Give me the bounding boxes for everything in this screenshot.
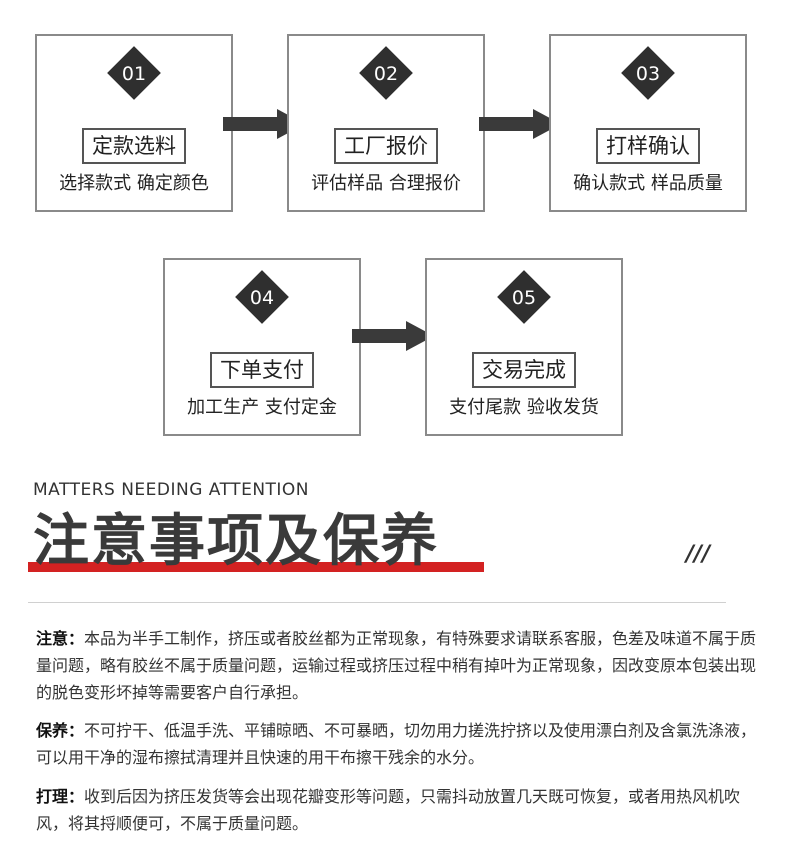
step-04-card: 04 下单支付 加工生产 支付定金 bbox=[163, 258, 361, 436]
section-title: 注意事项及保养 bbox=[33, 509, 439, 574]
step-01-card: 01 定款选料 选择款式 确定颜色 bbox=[35, 34, 233, 212]
note-key: 打理： bbox=[36, 787, 85, 806]
step-05-card: 05 交易完成 支付尾款 验收发货 bbox=[425, 258, 623, 436]
step-03-card: 03 打样确认 确认款式 样品质量 bbox=[549, 34, 747, 212]
step-description: 支付尾款 验收发货 bbox=[449, 397, 599, 418]
note-care: 打理：收到后因为挤压发货等会出现花瓣变形等问题，只需抖动放置几天既可恢复，或者用… bbox=[36, 783, 758, 837]
step-02-card: 02 工厂报价 评估样品 合理报价 bbox=[287, 34, 485, 212]
step-description: 确认款式 样品质量 bbox=[573, 173, 723, 194]
step-number: 04 bbox=[249, 287, 275, 309]
note-text: 收到后因为挤压发货等会出现花瓣变形等问题，只需抖动放置几天既可恢复，或者用热风机… bbox=[36, 787, 741, 833]
step-description: 选择款式 确定颜色 bbox=[59, 173, 209, 194]
title-underline-bar bbox=[28, 562, 484, 572]
section-subtitle: MATTERS NEEDING ATTENTION bbox=[33, 480, 310, 500]
step-number: 05 bbox=[511, 287, 537, 309]
note-key: 保养： bbox=[36, 721, 85, 740]
step-label: 下单支付 bbox=[210, 352, 314, 388]
note-text: 本品为半手工制作，挤压或者胶丝都为正常现象，有特殊要求请联系客服，色差及味道不属… bbox=[36, 629, 757, 702]
step-label: 定款选料 bbox=[82, 128, 186, 164]
step-number: 02 bbox=[373, 63, 399, 85]
step-label: 交易完成 bbox=[472, 352, 576, 388]
step-description: 评估样品 合理报价 bbox=[311, 173, 461, 194]
note-key: 注意： bbox=[36, 629, 85, 648]
divider bbox=[28, 602, 726, 603]
arrow-right-icon bbox=[479, 109, 561, 139]
step-label: 工厂报价 bbox=[334, 128, 438, 164]
decorative-slashes: /// bbox=[686, 542, 711, 567]
note-maintenance: 保养：不可拧干、低温手洗、平铺晾晒、不可暴晒，切勿用力搓洗拧挤以及使用漂白剂及含… bbox=[36, 717, 758, 771]
step-number: 03 bbox=[635, 63, 661, 85]
step-label: 打样确认 bbox=[596, 128, 700, 164]
arrow-right-icon bbox=[352, 321, 434, 351]
step-description: 加工生产 支付定金 bbox=[187, 397, 337, 418]
note-attention: 注意：本品为半手工制作，挤压或者胶丝都为正常现象，有特殊要求请联系客服，色差及味… bbox=[36, 625, 758, 706]
note-text: 不可拧干、低温手洗、平铺晾晒、不可暴晒，切勿用力搓洗拧挤以及使用漂白剂及含氯洗涤… bbox=[36, 721, 757, 767]
step-number: 01 bbox=[121, 63, 147, 85]
